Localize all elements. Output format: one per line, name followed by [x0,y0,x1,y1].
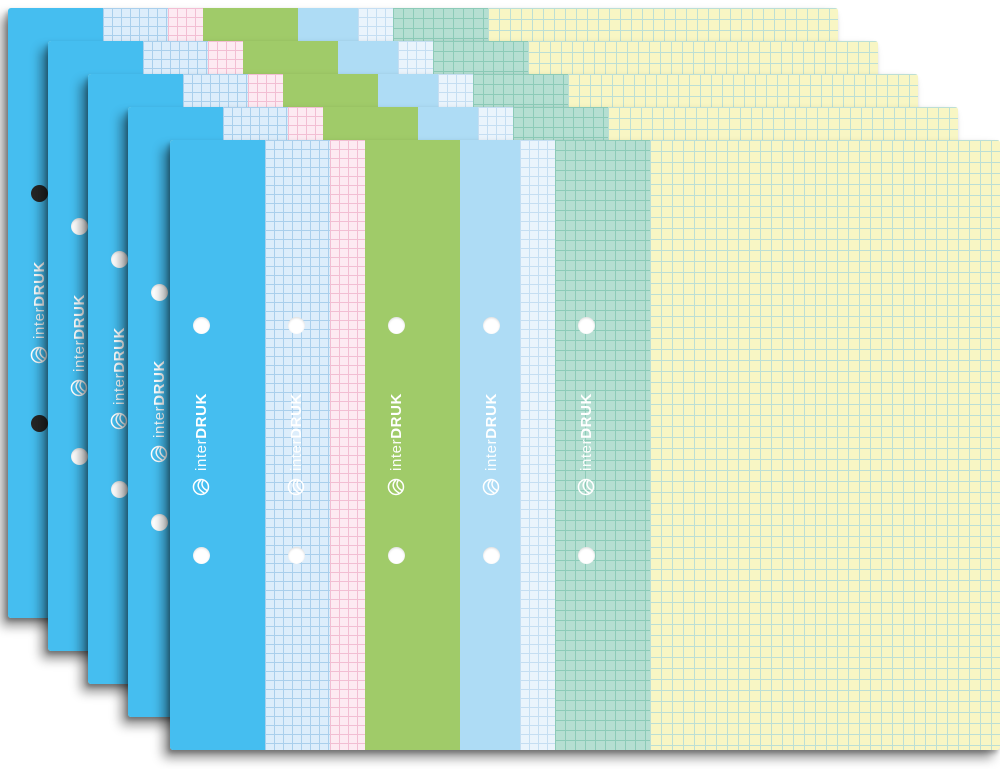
brand-name-druk: DRUK [192,393,210,439]
interdruk-wordmark: interDRUK [30,261,48,339]
brand-name-druk: DRUK [30,261,48,307]
punch-hole [151,514,168,531]
interdruk-globe-icon [386,477,406,497]
interdruk-logo-inner: interDRUK [109,327,129,431]
brand-name-druk: DRUK [387,393,405,439]
punch-hole [288,547,305,564]
brand-name-inter: inter [150,405,168,438]
punch-hole [193,317,210,334]
punch-hole [31,415,48,432]
grid-paper-body [650,140,1000,750]
brand-name-inter: inter [30,306,48,339]
punch-hole [483,547,500,564]
brand-name-druk: DRUK [70,294,88,340]
punch-hole [578,317,595,334]
interdruk-logo-inner: interDRUK [191,393,211,497]
brand-name-inter: inter [192,438,210,471]
interdruk-logo-inner: interDRUK [149,360,169,464]
brand-name-inter: inter [577,438,595,471]
interdruk-globe-icon [29,345,49,365]
interdruk-wordmark: interDRUK [387,393,405,471]
brand-name-druk: DRUK [150,360,168,406]
interdruk-globe-icon [149,444,169,464]
light-blue-solid-band [460,140,520,750]
punch-hole [388,547,405,564]
punch-hole [193,547,210,564]
punch-hole [578,547,595,564]
punch-hole [111,481,128,498]
interdruk-logo: interDRUK [170,365,232,525]
interdruk-wordmark: interDRUK [150,360,168,438]
pink-grid-band [330,140,365,750]
brand-name-druk: DRUK [577,393,595,439]
punch-hole [151,284,168,301]
interdruk-logo-inner: interDRUK [29,261,49,365]
punch-hole [111,251,128,268]
margin-strip-blue: interDRUK [170,140,265,750]
punch-hole [71,218,88,235]
brand-name-inter: inter [387,438,405,471]
interdruk-logo-inner: interDRUK [386,393,406,497]
punch-hole [388,317,405,334]
interdruk-globe-icon [69,378,89,398]
margin-strip-light-blue-solid: interDRUK [460,140,555,750]
interdruk-logo: interDRUK [555,365,617,525]
light-blue-grid-band [265,140,330,750]
interdruk-globe-icon [576,477,596,497]
brand-name-inter: inter [110,372,128,405]
interdruk-wordmark: interDRUK [192,393,210,471]
margin-strip-light-blue-grid: interDRUK [265,140,365,750]
interdruk-logo-inner: interDRUK [576,393,596,497]
interdruk-globe-icon [191,477,211,497]
punch-hole [483,317,500,334]
interdruk-globe-icon [109,411,129,431]
margin-strip-green: interDRUK [365,140,460,750]
brand-name-druk: DRUK [110,327,128,373]
pale-grid-band [520,140,555,750]
margin-strip-teal-grid: interDRUK [555,140,650,750]
interdruk-logo: interDRUK [365,365,427,525]
sheet-stack-layer: interDRUK [170,140,1000,750]
punch-hole [71,448,88,465]
punch-hole [31,185,48,202]
interdruk-wordmark: interDRUK [577,393,595,471]
interdruk-wordmark: interDRUK [110,327,128,405]
punch-hole [288,317,305,334]
interdruk-wordmark: interDRUK [70,294,88,372]
brand-name-inter: inter [70,339,88,372]
interdruk-logo-inner: interDRUK [69,294,89,398]
